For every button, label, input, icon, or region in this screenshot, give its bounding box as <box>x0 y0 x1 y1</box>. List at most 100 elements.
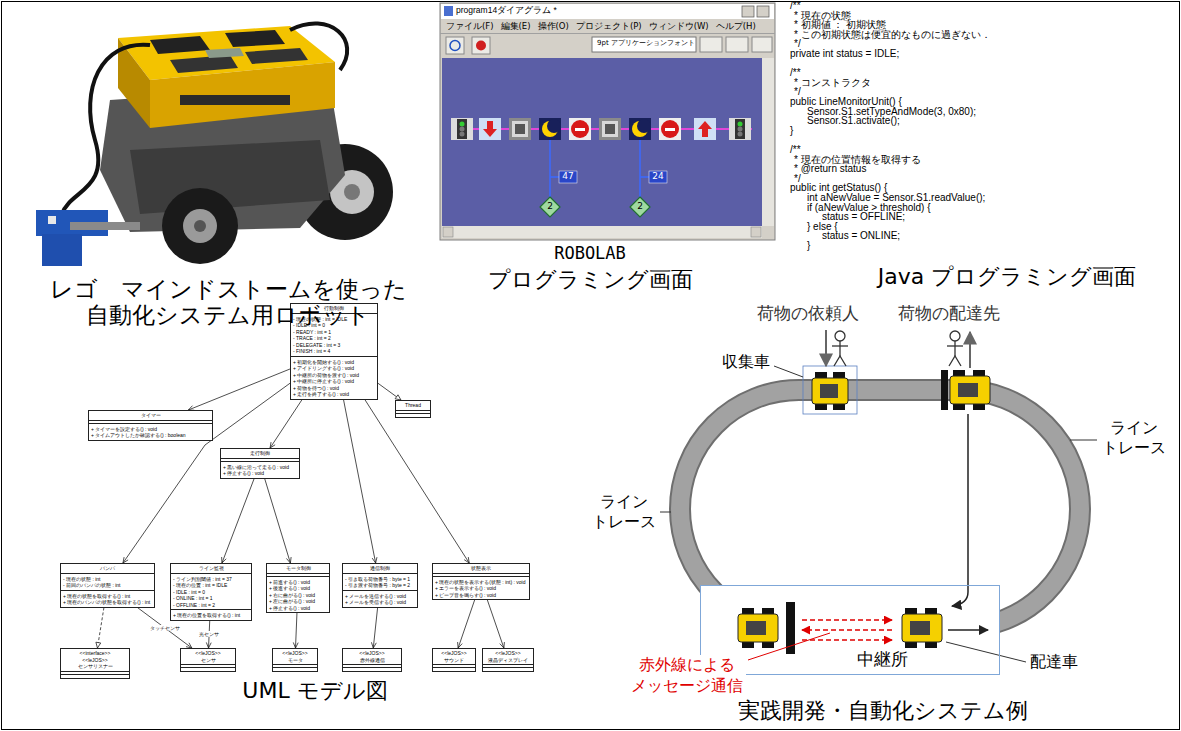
robot-photo-part <box>48 216 56 224</box>
robolab-window-part <box>509 118 531 140</box>
code-line: */ <box>794 39 801 49</box>
menu-item: プロジェクト(P) <box>576 21 642 32</box>
uml-class-box: 状態表示+ 現在の状態を表示する(状態 : int) : void+ エラーを表… <box>432 563 530 600</box>
class-name: センサ <box>183 657 233 664</box>
system-example-part <box>802 619 892 621</box>
class-member: + 後進する() : void <box>269 585 327 592</box>
compartment-divider <box>267 576 329 578</box>
system-example-part <box>925 642 937 648</box>
association-connector <box>371 608 377 649</box>
system-example-part <box>946 642 1026 662</box>
compartment-divider <box>61 590 154 592</box>
system-example-part <box>762 642 774 648</box>
association-connector <box>458 600 475 648</box>
class-member: + エラーを表示する() : void <box>435 585 527 592</box>
system-example-part <box>958 383 978 397</box>
compartment-divider <box>221 458 299 460</box>
uml-class-box: <<leJOS>>センサ <box>180 648 236 672</box>
class-member: - 前回のバンパの状態 : int <box>63 582 152 589</box>
robot-photo-part <box>290 24 347 70</box>
code-line: Sensor.S1.setTypeAndMode(3, 0x80); <box>807 107 976 117</box>
robolab-window-part <box>443 227 453 237</box>
robolab-window-part <box>738 127 743 132</box>
connector-line <box>97 608 103 649</box>
person-label: 荷物の配達先 <box>898 303 1000 323</box>
class-member: + 現在のバンパの状態を取得する() : int <box>63 599 152 606</box>
class-member: + 前進する() : void <box>269 579 327 586</box>
menu-item: ファイル(F) <box>446 21 494 32</box>
system-example-part <box>742 642 754 648</box>
compartment-divider <box>343 573 417 575</box>
uml-class-box: 走行制御+ 黒い線に沿って走る() : void+ 停止する() : void <box>220 448 300 479</box>
code-line: } <box>790 126 793 136</box>
class-member: + 荷物を待つ() : void <box>293 385 375 392</box>
code-line: if (aNewValue > threshold) { <box>807 203 931 213</box>
class-member: + 現在の状態を表示する(状態 : int) : void <box>435 579 527 586</box>
robolab-window-part <box>450 41 460 51</box>
class-name: センサリスナー <box>63 663 127 670</box>
system-example-part <box>953 370 965 376</box>
class-name: モータ <box>275 657 315 664</box>
uml-class-box: <<interface>><<leJOS>>センサリスナー <box>60 648 130 679</box>
uml-class-box: ライン監視- ライン判別閾値 : int = 37- 現在の位置 : int =… <box>170 563 252 621</box>
compartment-divider <box>343 667 401 669</box>
robolab-window-part <box>441 4 774 19</box>
robolab-window-part <box>738 132 743 137</box>
code-line: public int getStatus() { <box>790 183 887 193</box>
class-member: - 引き渡す荷物番号 : byte = 2 <box>345 582 415 589</box>
robolab-window-part <box>637 119 651 133</box>
robolab-window-part <box>665 128 675 131</box>
system-example-part <box>950 331 960 341</box>
class-member: + メールを送信する() : void <box>345 593 415 600</box>
compartment-divider <box>433 576 529 578</box>
class-name: モータ制御 <box>269 565 327 572</box>
association-connector <box>343 400 376 564</box>
compartment-divider <box>61 573 154 575</box>
class-name: <<leJOS>> <box>485 650 531 657</box>
compartment-divider <box>433 667 475 669</box>
class-name: <<leJOS>> <box>183 650 233 657</box>
code-line: * 現在の位置情報を取得する <box>794 155 921 165</box>
class-member: + 停止する() : void <box>223 470 297 477</box>
robolab-window-part <box>752 37 772 52</box>
connector-line <box>378 383 401 400</box>
screen-caption: ROBOLAB <box>500 243 680 263</box>
compartment-divider <box>291 356 377 358</box>
class-member: + 走行を終了する() : void <box>293 391 375 398</box>
robot-photo <box>36 24 393 266</box>
menu-item: ウィンドウ(W) <box>649 21 709 32</box>
class-member: + 現在の状態を取得する() : int <box>63 593 152 600</box>
code-line: /** <box>790 68 801 78</box>
class-name: <<leJOS>> <box>435 650 473 657</box>
figure-caption: 実践開発・自動化システム例 <box>718 698 1048 724</box>
class-member: + 停止する() : void <box>269 605 327 612</box>
compartment-divider <box>89 423 212 425</box>
connector-line <box>222 479 254 564</box>
compartment-divider <box>221 461 299 463</box>
robolab-window-part <box>460 127 465 132</box>
robot-photo-part <box>225 30 285 47</box>
class-name: 走行制御 <box>223 450 297 457</box>
system-example-part <box>746 621 766 635</box>
robolab-window-part <box>457 119 467 139</box>
class-member: + 中継所の荷物を渡す() : void <box>293 372 375 379</box>
association-connector <box>487 600 504 648</box>
system-example-part <box>947 345 963 346</box>
class-member: + タイムアウトしたか確認する() : boolean <box>91 432 210 439</box>
uml-class-box: 通信制御- 引き取る荷物番号 : byte = 1- 引き渡す荷物番号 : by… <box>342 563 418 608</box>
robolab-window-part <box>700 37 722 52</box>
robot-photo-part <box>162 188 238 264</box>
compartment-divider <box>171 609 251 611</box>
system-example-part <box>1070 440 1097 441</box>
system-example-part <box>832 345 848 346</box>
robolab-window-part <box>762 58 774 226</box>
robolab-window-part <box>483 121 497 137</box>
compartment-divider <box>343 664 401 666</box>
menu-item: 編集(E) <box>501 21 531 32</box>
class-name: タイマー <box>91 412 210 419</box>
compartment-divider <box>181 664 235 666</box>
code-line: * 初期値 ： 初期状態 <box>794 20 886 30</box>
class-member: - ONLINE : int = 1 <box>173 595 249 602</box>
code-line: Sensor.S1.activate(); <box>807 116 900 126</box>
